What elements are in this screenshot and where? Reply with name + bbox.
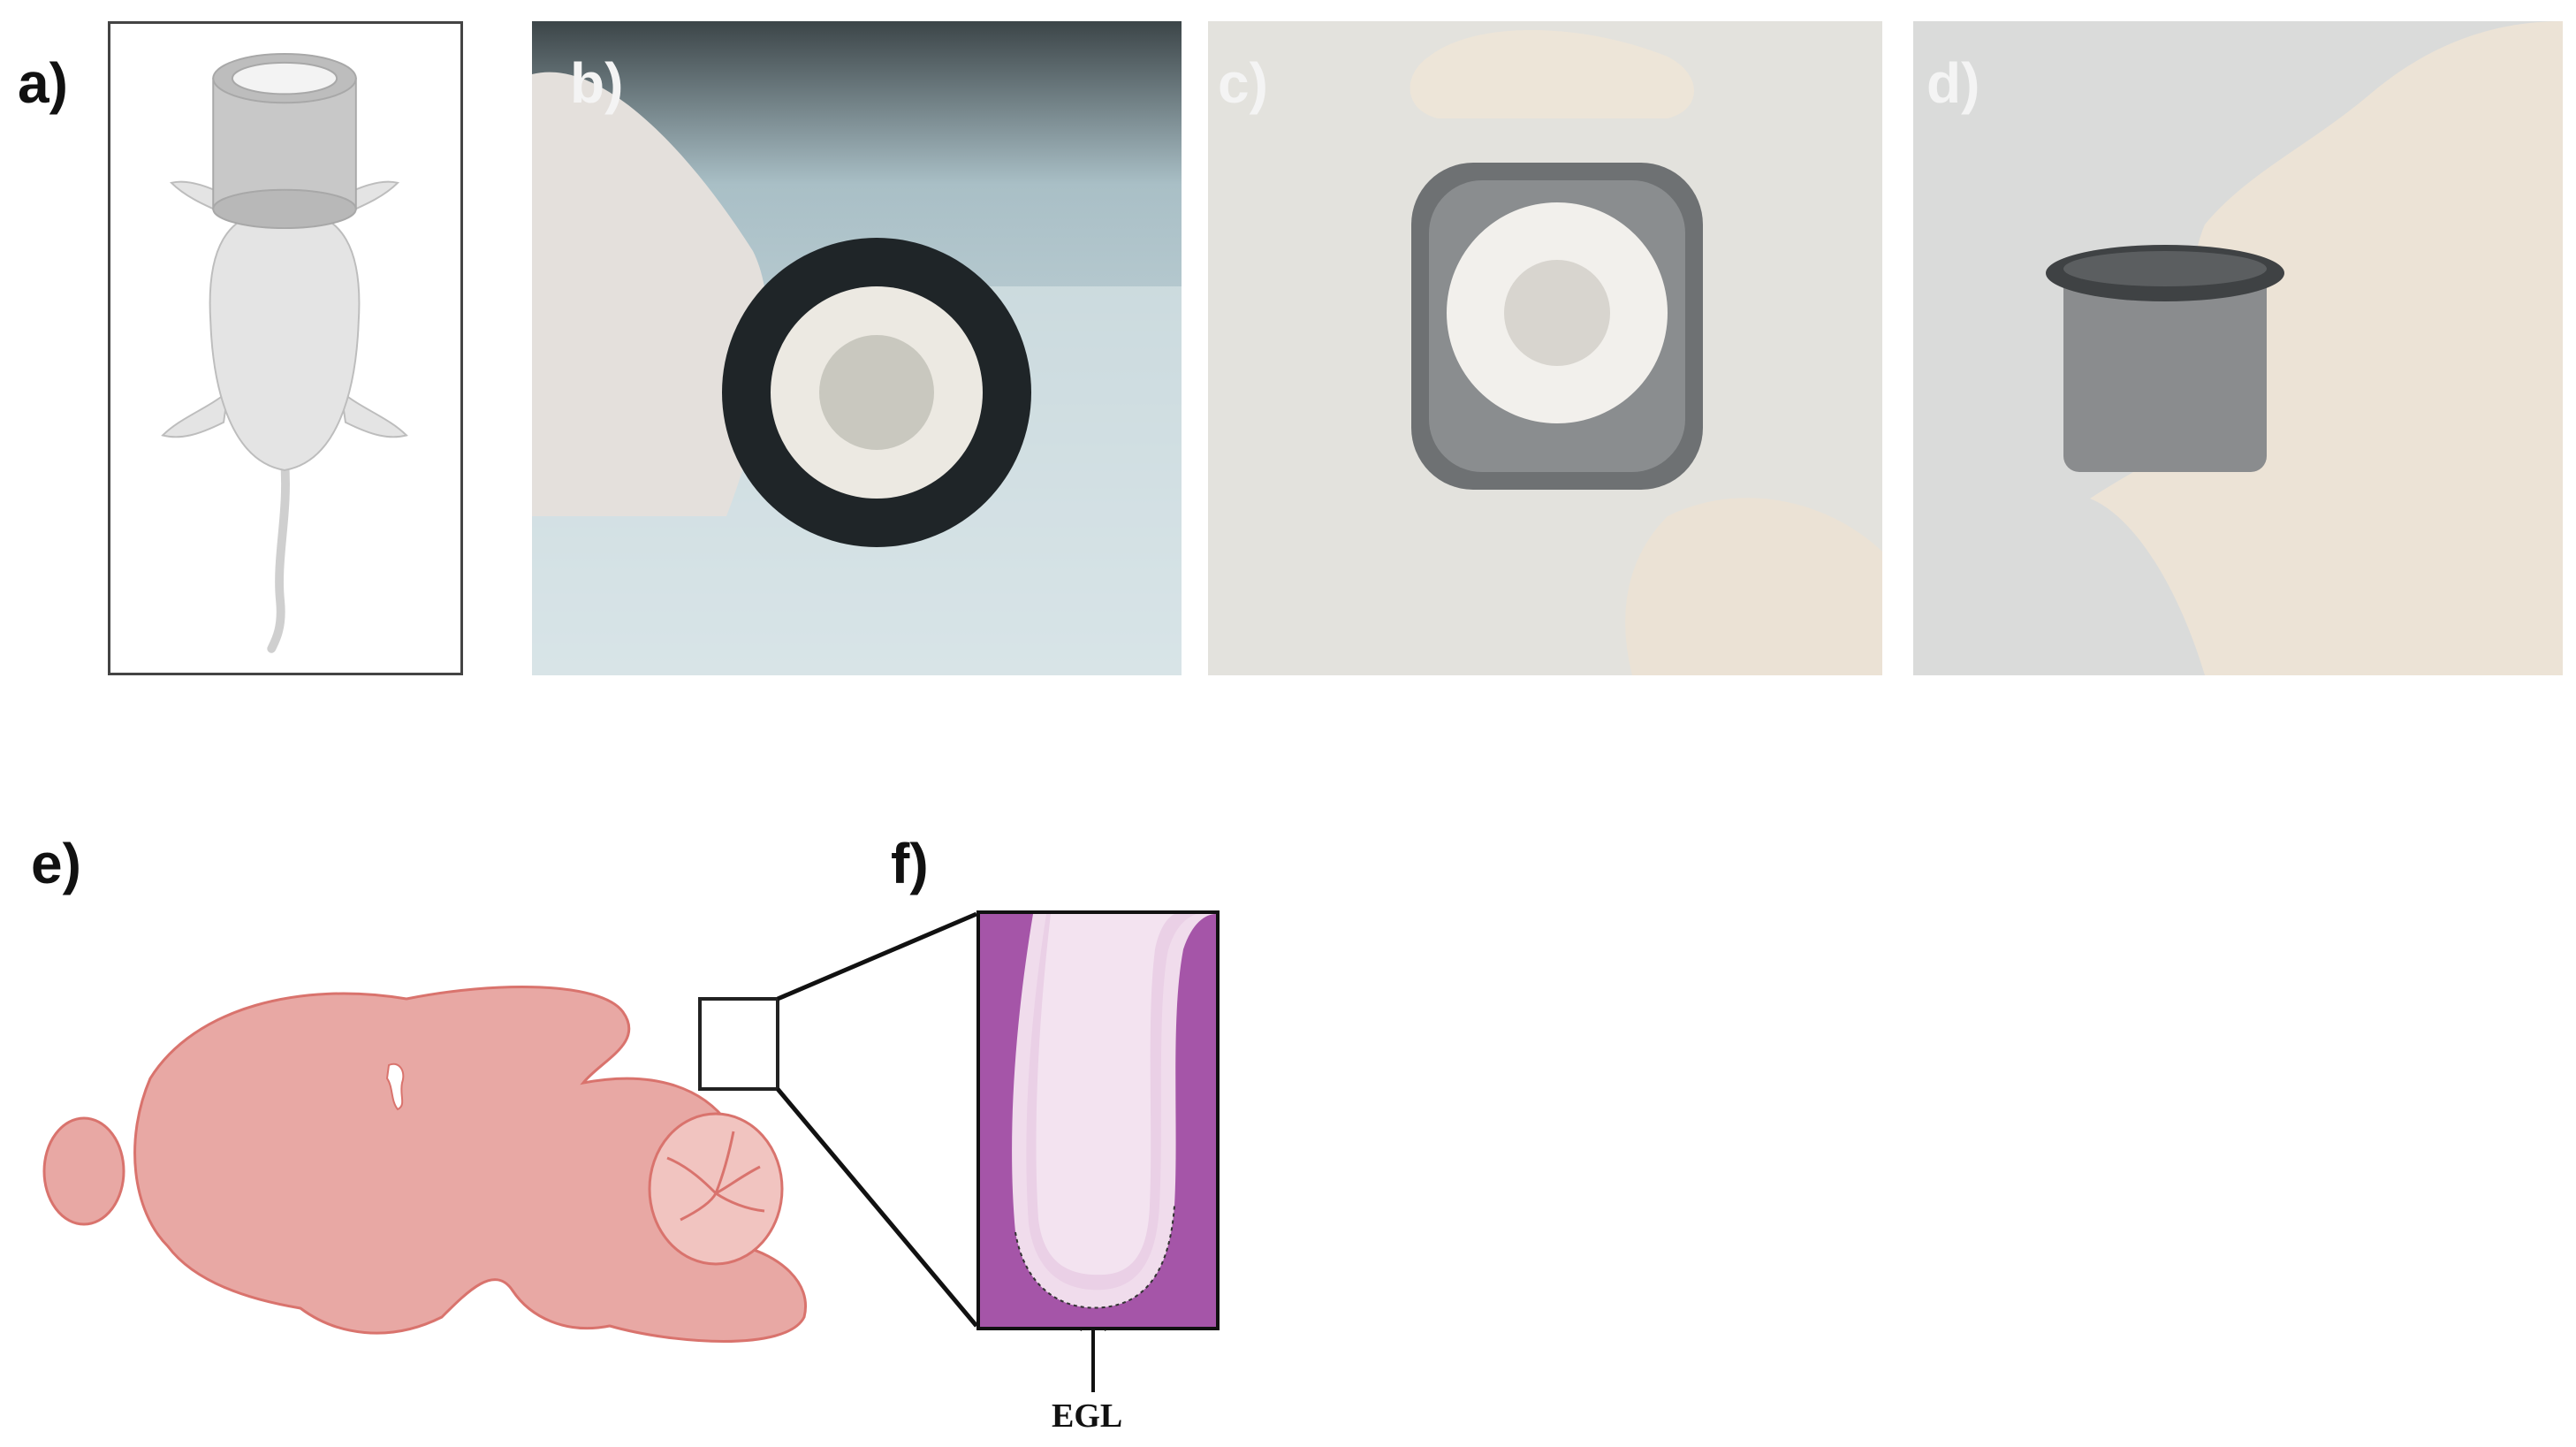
panel-b-label: b) [570,51,624,115]
mouse-with-cylinder-illustration [161,53,408,653]
wrapped-collar-photo-panel [1208,21,1882,675]
panel-a-label: a) [18,51,68,115]
cerebellum-histology-inset [976,910,1220,1330]
egl-annotation-label: EGL [1052,1397,1123,1435]
black-collar-photo-panel [532,21,1182,675]
panel-d-label: d) [1926,51,1980,115]
collar-side-view-photo-panel [1913,21,2563,675]
brain-sagittal-diagram [42,986,807,1343]
wrapped-collar-photo [1208,21,1882,675]
collar-side-view-photo [1913,21,2563,675]
panel-c-label: c) [1218,51,1268,115]
brain-sagittal-section-panel [35,928,831,1344]
panel-e-label: e) [31,832,81,895]
black-collar-photo [532,21,1182,675]
mouse-cylinder-illustration-panel [108,21,463,675]
panel-f-label: f) [891,832,929,895]
histology-image [980,914,1216,1327]
